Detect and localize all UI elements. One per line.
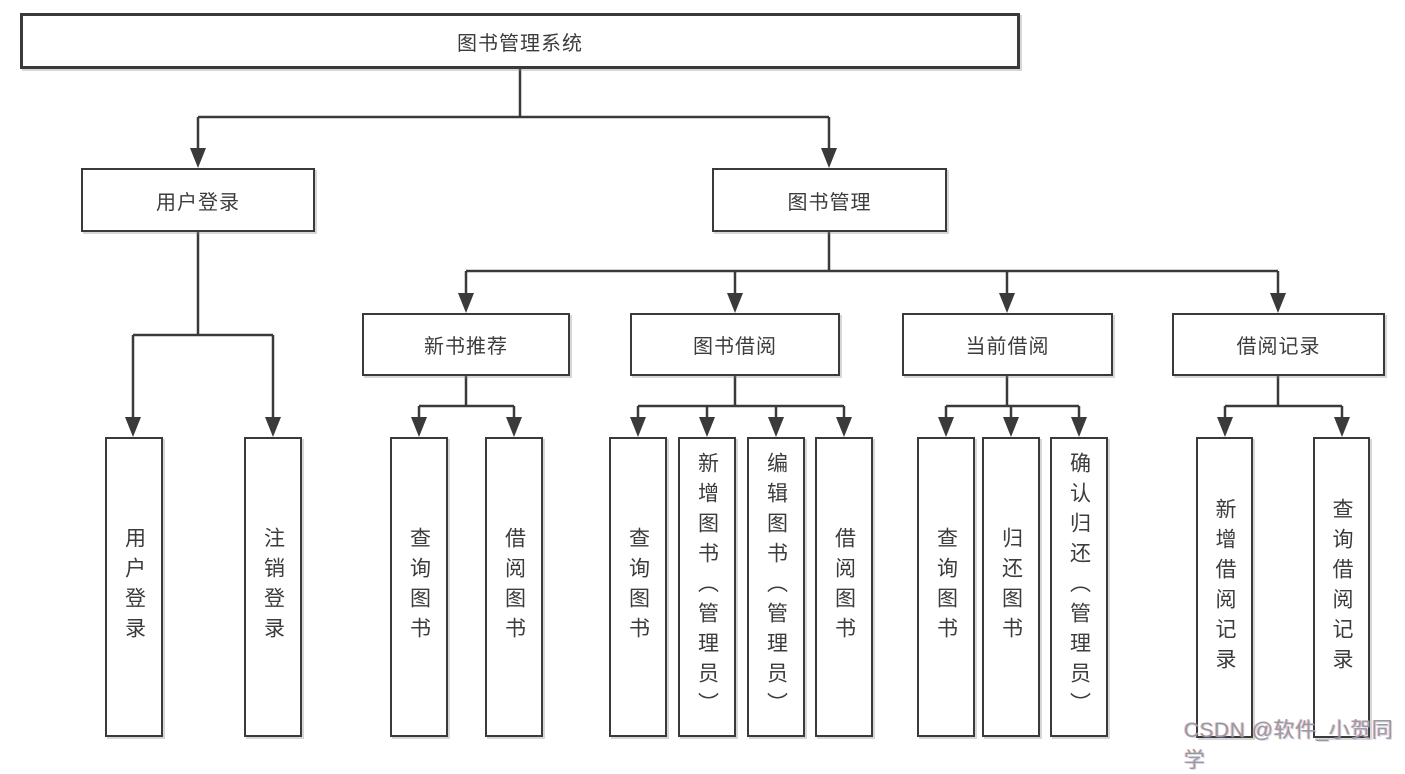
connector-userlogin-to-leaves: [131, 232, 275, 419]
leaf-confirm-return-admin: 确认归还（管理员）: [1050, 437, 1108, 737]
leaf-query-books-current: 查询图书: [917, 437, 975, 737]
connector-records-to-leaves: [1223, 376, 1344, 419]
node-root: 图书管理系统: [20, 13, 1020, 69]
leaf-logout-login: 注销登录: [244, 437, 302, 737]
library-system-diagram: 图书管理系统 用户登录 图书管理 新书推荐 图书借阅 当前借阅 借阅记录 用户登…: [20, 13, 1393, 772]
node-borrow-records: 借阅记录: [1172, 313, 1385, 376]
connector-borrow-to-leaves: [636, 376, 846, 419]
node-current-borrow: 当前借阅: [902, 313, 1113, 376]
leaf-user-login: 用户登录: [105, 437, 163, 737]
leaf-borrow-books-recommend: 借阅图书: [485, 437, 543, 737]
leaf-edit-books-admin: 编辑图书（管理员）: [747, 437, 805, 737]
node-book-management: 图书管理: [712, 168, 947, 232]
connector-lines: [125, 69, 1350, 437]
leaf-add-books-admin: 新增图书（管理员）: [678, 437, 736, 737]
leaf-add-borrow-record: 新增借阅记录: [1196, 437, 1253, 738]
leaf-query-books-borrow: 查询图书: [609, 437, 667, 737]
node-book-borrow: 图书借阅: [630, 313, 840, 376]
leaf-query-borrow-record: 查询借阅记录: [1313, 437, 1370, 738]
leaf-borrow-books: 借阅图书: [815, 437, 873, 737]
connector-root-to-level2: [196, 69, 831, 150]
node-new-book-recommend: 新书推荐: [362, 313, 570, 376]
leaf-query-books-recommend: 查询图书: [390, 437, 448, 737]
connector-current-to-leaves: [944, 376, 1081, 419]
connector-recommend-to-leaves: [417, 376, 516, 419]
connector-bookmgmt-to-level3: [464, 232, 1280, 295]
node-user-login: 用户登录: [81, 168, 315, 232]
csdn-watermark: CSDN @软件_小贺同学: [1184, 719, 1394, 772]
leaf-return-books: 归还图书: [982, 437, 1040, 737]
arrowheads: [125, 148, 1350, 437]
